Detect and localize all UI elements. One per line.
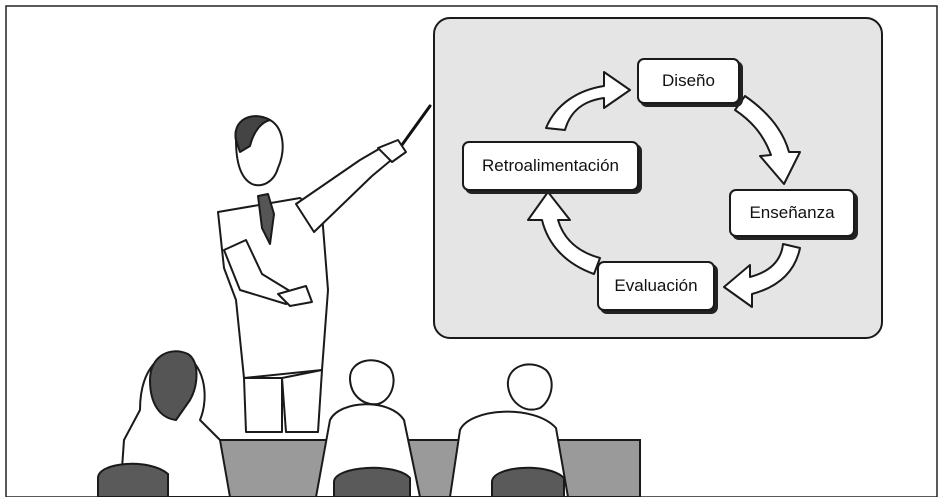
presentation-board: [433, 17, 883, 339]
node-retroalimentacion: Retroalimentación: [462, 141, 639, 191]
cycle-arrows: [527, 71, 801, 308]
audience-table: [199, 439, 641, 497]
arrow-diseno-to-ensenanza: [734, 95, 801, 185]
arrow-retro-to-diseno: [545, 71, 631, 131]
arrow-ensenanza-to-evaluacion: [723, 243, 801, 308]
node-diseno: Diseño: [637, 58, 740, 104]
node-ensenanza: Enseñanza: [729, 189, 855, 237]
presenter-figure: [217, 115, 407, 433]
audience-chairs: [97, 462, 565, 497]
arrow-evaluacion-to-retro: [527, 191, 601, 275]
node-evaluacion: Evaluación: [597, 261, 715, 311]
